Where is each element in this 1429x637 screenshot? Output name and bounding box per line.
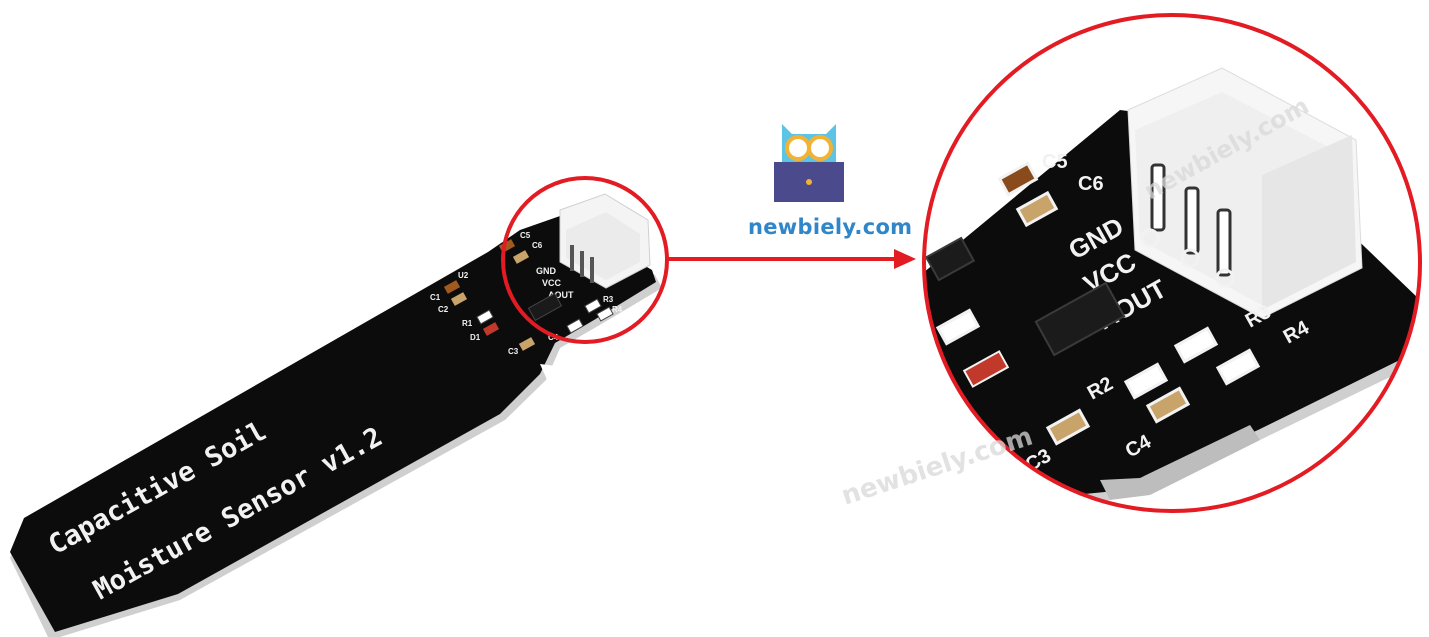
label-c6: C6: [532, 241, 543, 250]
label-c6-large: C6: [1078, 173, 1104, 195]
brand-name: newbiely.com: [748, 215, 913, 239]
label-vcc-small: VCC: [542, 278, 562, 288]
watermark-outside: newbiely.com: [838, 422, 1037, 512]
pcb-body: [10, 216, 656, 632]
connector-large: [1127, 67, 1363, 319]
label-aout-small: AOUT: [548, 290, 574, 300]
label-r1: R1: [462, 319, 473, 328]
zoomed-board-view: GND VCC AOUT C5 C6 R3 R4 R2 C4 C3 newbie…: [924, 15, 1420, 511]
label-c3: C3: [508, 347, 519, 356]
sensor-board: Capacitive Soil Moisture Sensor v1.2 C1 …: [10, 193, 662, 637]
label-u2: U2: [458, 271, 469, 280]
label-gnd-small: GND: [536, 266, 557, 276]
label-c5: C5: [520, 231, 531, 240]
brand-logo: newbiely.com: [748, 118, 913, 239]
zoom-arrow: [666, 249, 916, 269]
smd-components-small: [443, 239, 614, 351]
connector-small: [559, 193, 651, 289]
owl-laptop-icon: [774, 124, 844, 202]
label-c1: C1: [430, 293, 441, 302]
label-c2: C2: [438, 305, 449, 314]
label-r3: R3: [603, 295, 614, 304]
highlight-circle-large: [922, 13, 1422, 513]
label-c5-large: C5: [1042, 151, 1068, 173]
label-r4: R4: [612, 305, 623, 314]
smd-components-large: [924, 161, 1261, 446]
label-d1: D1: [470, 333, 481, 342]
